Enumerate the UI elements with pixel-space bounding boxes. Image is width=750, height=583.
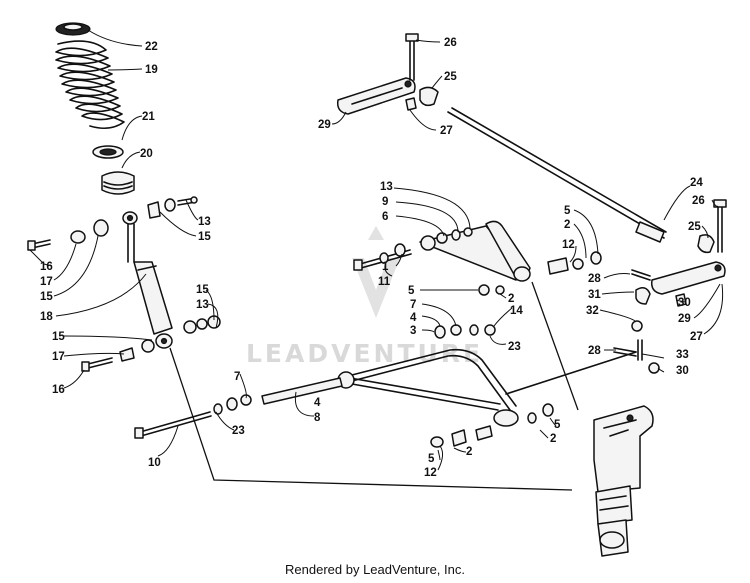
callout-28: 28: [588, 345, 601, 357]
steering-arm-right: [650, 261, 726, 295]
callout-30: 30: [676, 365, 689, 377]
callout-17: 17: [40, 276, 53, 288]
leader-lines: [29, 29, 724, 471]
shock-body: [133, 261, 173, 335]
callout-2: 2: [466, 446, 472, 458]
callout-27: 27: [440, 125, 453, 137]
callout-17: 17: [52, 351, 65, 363]
callout-7: 7: [234, 371, 240, 383]
callout-4: 4: [410, 312, 417, 324]
callout-2: 2: [550, 433, 556, 445]
callout-2: 2: [564, 219, 570, 231]
callout-25: 25: [688, 221, 701, 233]
callout-9: 9: [382, 196, 388, 208]
callout-7: 7: [410, 299, 416, 311]
callout-numbers: 22 19 21 20 13 15 16 17 15 18 15 13 15 1…: [40, 37, 705, 479]
callout-5: 5: [428, 453, 435, 465]
lower-a-arm: [226, 324, 637, 448]
callout-26: 26: [692, 195, 705, 207]
callout-19: 19: [145, 64, 158, 76]
callout-16: 16: [40, 261, 53, 273]
callout-21: 21: [142, 111, 155, 123]
callout-13: 13: [198, 216, 211, 228]
callout-23: 23: [508, 341, 521, 353]
watermark-logo-icon: [352, 226, 400, 318]
steering-arm-assembly: [336, 33, 727, 374]
upper-a-arm: [353, 220, 602, 296]
callout-16: 16: [52, 384, 65, 396]
callout-26: 26: [444, 37, 457, 49]
callout-15: 15: [52, 331, 65, 343]
callout-1: 1: [382, 261, 389, 273]
shock-reference-line: [169, 347, 573, 491]
callout-13: 13: [196, 299, 209, 311]
shock-absorber-assembly: [27, 22, 223, 439]
spindle: [593, 405, 654, 557]
callout-24: 24: [690, 177, 703, 189]
callout-28: 28: [588, 273, 601, 285]
callout-5: 5: [408, 285, 415, 297]
callout-12: 12: [424, 467, 437, 479]
callout-5: 5: [554, 419, 561, 431]
footer-credit: Rendered by LeadVenture, Inc.: [285, 562, 465, 577]
callout-8: 8: [314, 412, 321, 424]
callout-3: 3: [410, 325, 416, 337]
callout-15: 15: [40, 291, 53, 303]
callout-14: 14: [510, 305, 523, 317]
callout-22: 22: [145, 41, 158, 53]
callout-31: 31: [588, 289, 601, 301]
callout-15: 15: [198, 231, 211, 243]
callout-15: 15: [196, 284, 209, 296]
callout-12: 12: [562, 239, 575, 251]
coil-spring: [55, 40, 125, 130]
callout-29: 29: [678, 313, 691, 325]
callout-33: 33: [676, 349, 689, 361]
callout-25: 25: [444, 71, 457, 83]
callout-30: 30: [678, 297, 691, 309]
callout-18: 18: [40, 311, 53, 323]
watermark: LEADVENTURE: [246, 226, 483, 368]
callout-2: 2: [508, 293, 514, 305]
tie-rod: [447, 107, 667, 239]
watermark-text: LEADVENTURE: [246, 339, 483, 368]
callout-11: 11: [378, 276, 391, 288]
callout-5: 5: [564, 205, 571, 217]
callout-20: 20: [140, 148, 153, 160]
callout-32: 32: [586, 305, 599, 317]
callout-27: 27: [690, 331, 703, 343]
callout-10: 10: [148, 457, 161, 469]
callout-6: 6: [382, 211, 388, 223]
callout-23: 23: [232, 425, 245, 437]
callout-4: 4: [314, 397, 321, 409]
callout-29: 29: [318, 119, 331, 131]
callout-13: 13: [380, 181, 393, 193]
